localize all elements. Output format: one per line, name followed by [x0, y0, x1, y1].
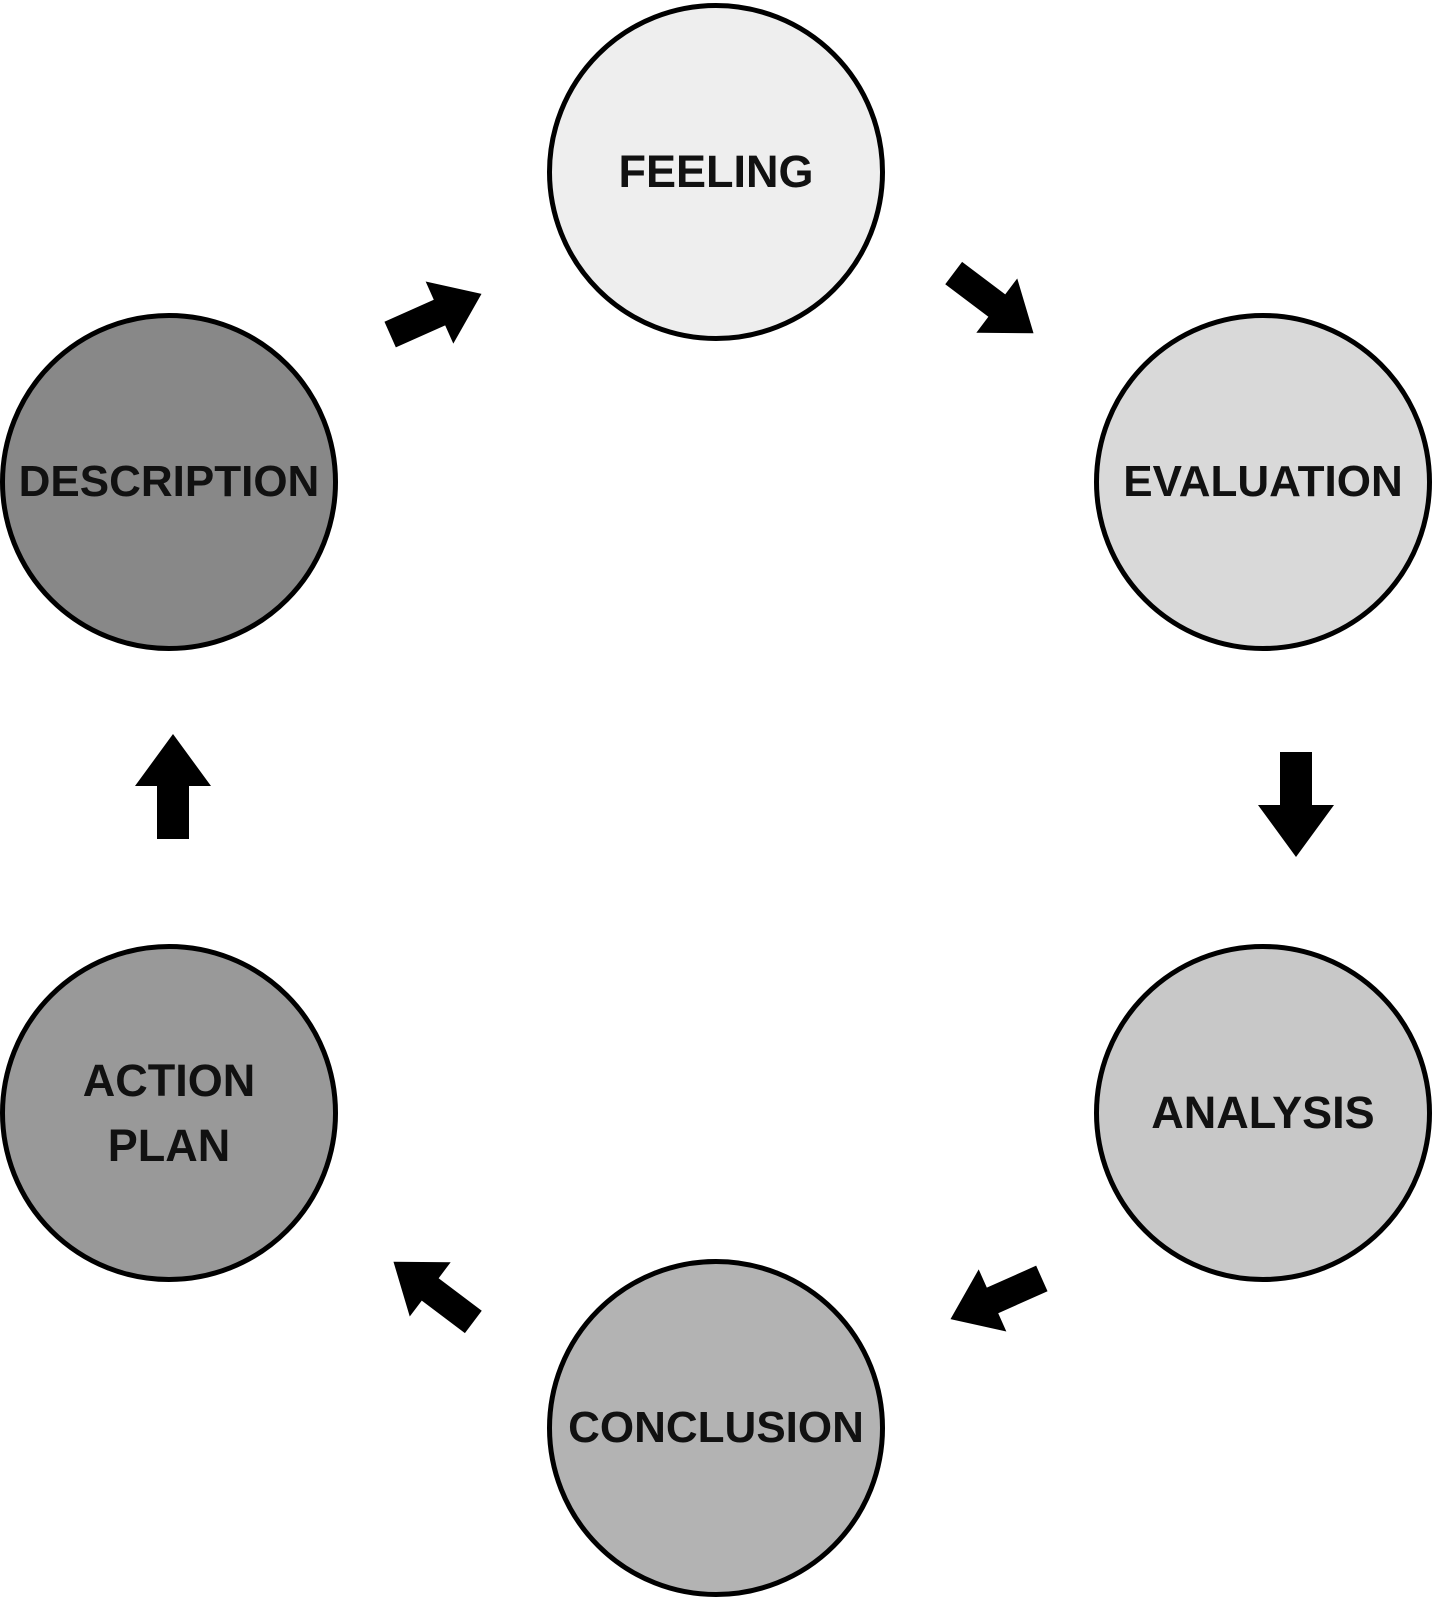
node-feeling-label-line: FEELING	[618, 146, 814, 197]
arrow-action-plan-to-description	[135, 734, 211, 839]
node-description: DESCRIPTION	[0, 313, 338, 651]
node-conclusion: CONCLUSION	[547, 1259, 885, 1597]
node-analysis-label: ANALYSIS	[1151, 1086, 1374, 1140]
node-evaluation-label-line: EVALUATION	[1123, 456, 1403, 506]
node-feeling: FEELING	[547, 3, 885, 341]
arrow-feeling-to-evaluation	[945, 261, 1034, 334]
node-action-plan-label-line-1: ACTION	[82, 1054, 256, 1106]
node-action-plan-label-line-2: PLAN	[107, 1120, 231, 1171]
node-conclusion-label: CONCLUSION	[568, 1402, 864, 1455]
arrow-icon	[384, 281, 482, 348]
node-analysis: ANALYSIS	[1094, 944, 1432, 1282]
node-action-plan-label: ACTION PLAN	[83, 1048, 256, 1179]
node-evaluation: EVALUATION	[1094, 313, 1432, 651]
arrow-icon	[1258, 752, 1334, 857]
arrow-icon	[393, 1261, 482, 1334]
arrow-evaluation-to-analysis	[1258, 752, 1334, 857]
arrow-conclusion-to-action-plan	[393, 1261, 482, 1334]
node-conclusion-label-line: CONCLUSION	[568, 1402, 864, 1452]
node-description-label-line: DESCRIPTION	[18, 456, 320, 506]
arrow-icon	[135, 734, 211, 839]
node-analysis-label-line: ANALYSIS	[1151, 1087, 1375, 1138]
node-evaluation-label: EVALUATION	[1123, 456, 1402, 509]
node-description-label: DESCRIPTION	[19, 456, 320, 509]
arrow-icon	[950, 1265, 1048, 1332]
node-action-plan: ACTION PLAN	[0, 944, 338, 1282]
arrow-description-to-feeling	[384, 281, 482, 348]
node-feeling-label: FEELING	[618, 145, 813, 199]
arrow-icon	[945, 261, 1034, 334]
arrow-analysis-to-conclusion	[950, 1265, 1048, 1332]
